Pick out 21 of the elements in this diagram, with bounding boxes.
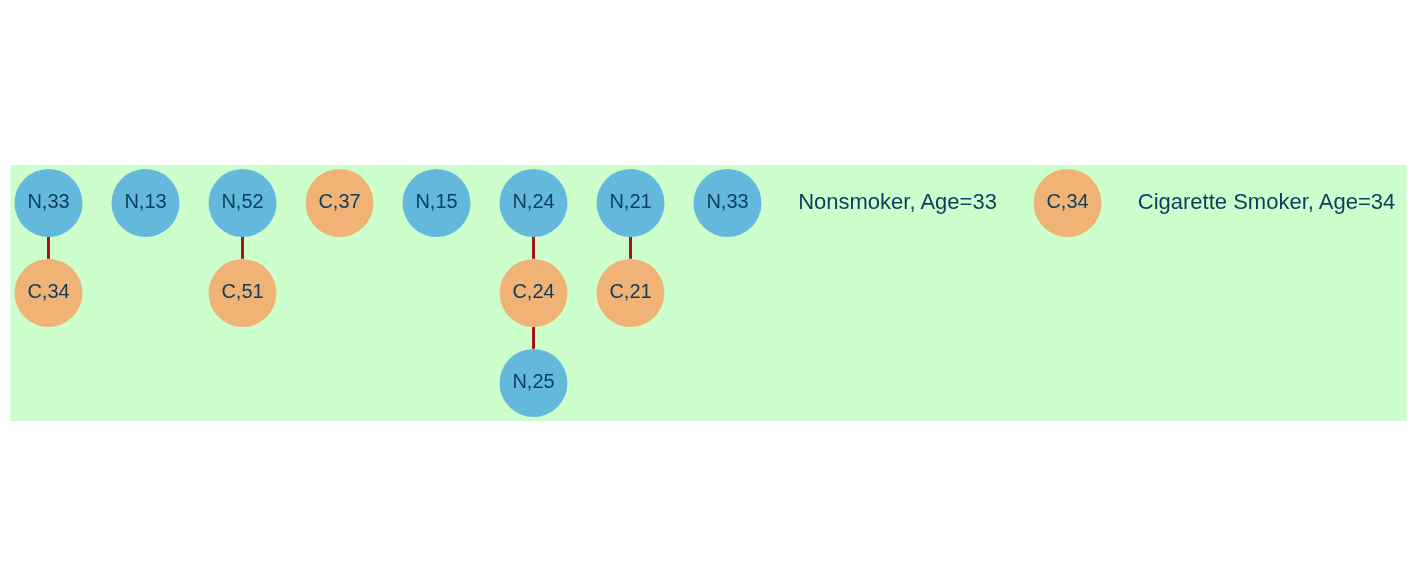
node-circle: N,52	[208, 169, 277, 237]
node-circle: N,24	[499, 169, 568, 237]
node-circle: C,21	[596, 259, 665, 327]
node-circle: N,33	[14, 169, 83, 237]
connector	[241, 237, 244, 259]
node-circle: C,34	[1033, 169, 1102, 237]
connector	[47, 237, 50, 259]
node-label: Cigarette Smoker, Age=34	[1137, 188, 1396, 214]
connector	[532, 237, 535, 259]
node-circle: C,24	[499, 259, 568, 327]
node-circle: C,51	[208, 259, 277, 327]
node-circle: N,15	[402, 169, 471, 237]
connector	[532, 327, 535, 349]
connector	[629, 237, 632, 259]
node-circle: N,25	[499, 349, 568, 417]
node-circle: C,37	[305, 169, 374, 237]
node-circle: C,34	[14, 259, 83, 327]
node-label: Nonsmoker, Age=33	[798, 188, 997, 214]
node-circle: N,33	[693, 169, 762, 237]
node-circle: N,21	[596, 169, 665, 237]
node-circle: N,13	[111, 169, 180, 237]
